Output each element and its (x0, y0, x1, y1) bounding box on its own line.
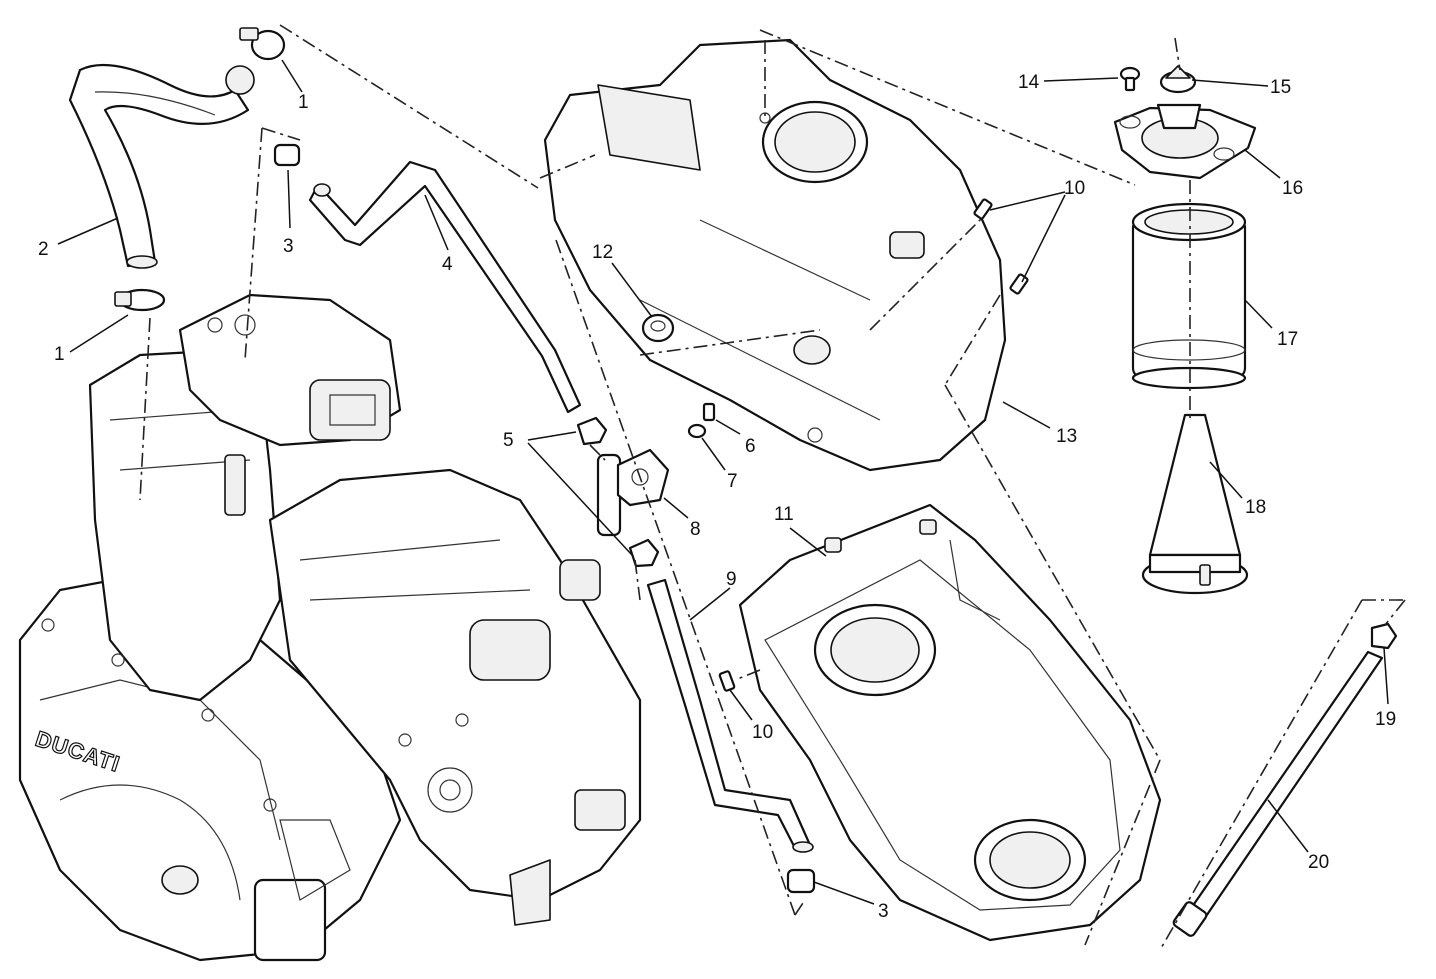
drain-hose (646, 578, 814, 853)
callout-2: 2 (38, 239, 49, 260)
callout-1b: 1 (54, 344, 65, 365)
leader-lines (57, 59, 1389, 905)
assembly-lines (139, 24, 1406, 951)
callout-7: 7 (727, 471, 738, 492)
screw-6 (702, 402, 716, 422)
callout-19: 19 (1375, 709, 1396, 730)
screw-14 (1119, 66, 1141, 92)
hose-clip-3b (786, 868, 816, 894)
rod-20 (1172, 650, 1384, 937)
screw-10-upper-1 (973, 198, 993, 220)
tube-clip-3a (273, 143, 301, 167)
callout-5: 5 (503, 430, 514, 451)
sensor-valve (596, 448, 670, 537)
callout-15: 15 (1270, 77, 1291, 98)
callout-17: 17 (1277, 329, 1298, 350)
coupling-nut-upper (576, 416, 608, 446)
screw-10-lower (718, 670, 736, 692)
coupling-nut-lower (628, 538, 660, 568)
washer-7 (687, 423, 707, 439)
hose-clamp-lower (114, 288, 166, 312)
airbox-cover (543, 38, 1007, 472)
callout-20: 20 (1308, 852, 1329, 873)
callout-16: 16 (1282, 178, 1303, 199)
breather-hose (68, 63, 255, 269)
callout-14: 14 (1018, 72, 1040, 93)
engine-block: DUCATI (18, 293, 642, 962)
callout-8: 8 (690, 519, 701, 540)
callout-4: 4 (442, 254, 453, 275)
callout-18: 18 (1245, 497, 1266, 518)
callout-3b: 3 (878, 901, 889, 922)
callout-13: 13 (1056, 426, 1077, 447)
callout-10-lower: 10 (752, 722, 773, 743)
callout-9: 9 (726, 569, 737, 590)
grommet-12 (641, 313, 675, 343)
callout-11: 11 (774, 504, 794, 525)
knob-15 (1159, 65, 1197, 94)
callout-1a: 1 (298, 92, 309, 113)
callout-3a: 3 (283, 236, 294, 257)
filter-funnel-18 (1141, 413, 1249, 595)
airbox-base (738, 503, 1162, 942)
callout-labels: 1 1 2 3 3 4 5 6 7 8 9 10 10 11 12 13 14 … (38, 72, 1396, 922)
callout-6: 6 (745, 436, 756, 457)
callout-10-upper: 10 (1064, 178, 1085, 199)
screw-10-upper-2 (1009, 273, 1029, 295)
nut-19 (1370, 622, 1398, 650)
breather-tube (308, 160, 582, 414)
air-filter-17 (1131, 202, 1247, 390)
hose-clamp-top (239, 27, 286, 61)
filter-lid-16 (1113, 103, 1257, 180)
callout-12: 12 (592, 242, 613, 263)
